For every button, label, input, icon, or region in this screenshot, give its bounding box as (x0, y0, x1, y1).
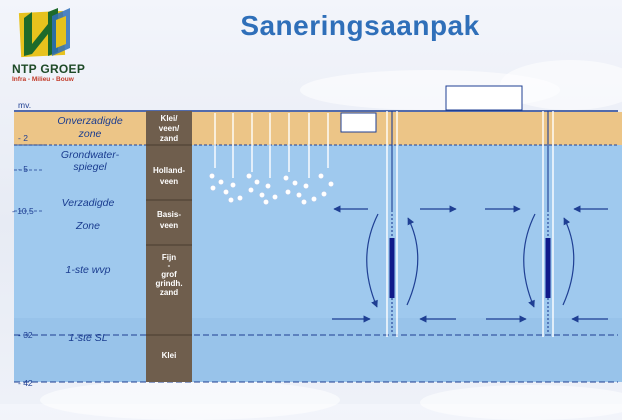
flow-arrows (332, 205, 608, 323)
depth-label: - 32 (18, 330, 33, 340)
depth-label: - 10,5 (12, 206, 34, 216)
zone-label-unsaturated: zone (78, 128, 102, 140)
zone-label-aquifer: 1-ste wvp (66, 264, 111, 276)
soil-label-sand: grof (161, 270, 177, 279)
zone-label-groundwater: Grondwater- (61, 149, 120, 161)
extraction-well (542, 111, 554, 337)
depth-axis (14, 110, 44, 212)
unsaturated-zone-layer (14, 112, 622, 145)
soil-label-clay-peat-sand: Klei/ (161, 114, 179, 123)
zone-label-unsaturated: Onverzadigde (57, 115, 123, 127)
zone-label-saturated: Zone (75, 220, 100, 232)
brand-tagline: Infra - Milieu - Bouw (12, 76, 74, 83)
injection-filters (214, 113, 329, 178)
soil-label-clay-peat-sand: zand (160, 134, 178, 143)
surface-building (445, 85, 523, 111)
extraction-well (386, 111, 398, 337)
zone-label-saturated: Verzadigde (62, 197, 115, 209)
soil-label-sand: zand (160, 288, 178, 297)
aquitard-layer (14, 318, 622, 382)
depth-label: mv. (18, 100, 31, 110)
soil-label-holland-peat: veen (160, 177, 178, 186)
depth-label: - 2 (18, 133, 28, 143)
company-logo: NTP GROEP Infra - Milieu - Bouw (8, 4, 88, 84)
soil-label-clay-peat-sand: veen/ (159, 124, 180, 133)
soil-label-holland-peat: Holland- (153, 166, 185, 175)
brand-name: NTP GROEP (12, 62, 86, 76)
soil-column (146, 111, 192, 382)
soil-label-base-peat: veen (160, 221, 178, 230)
soil-label-sand: grindh. (155, 279, 182, 288)
soil-label-base-peat: Basis- (157, 210, 181, 219)
air-bubbles (209, 173, 334, 205)
treatment-unit (340, 112, 377, 133)
soil-label-sand: Fijn (162, 253, 176, 262)
page-title: Saneringsaanpak (240, 10, 480, 41)
soil-label-clay: Klei (162, 351, 177, 360)
zone-label-groundwater: spiegel (73, 161, 107, 173)
zone-label-aquitard: 1-ste SL (68, 332, 107, 344)
depth-label: - 5 (18, 164, 28, 174)
soil-label-sand: - (168, 261, 171, 270)
ntp-logo-icon (18, 8, 70, 58)
remediation-diagram: mv. - 2 - 5 - 10,5 - 32 - 42 Onverzadigd… (12, 85, 622, 388)
depth-label: - 42 (18, 378, 33, 388)
